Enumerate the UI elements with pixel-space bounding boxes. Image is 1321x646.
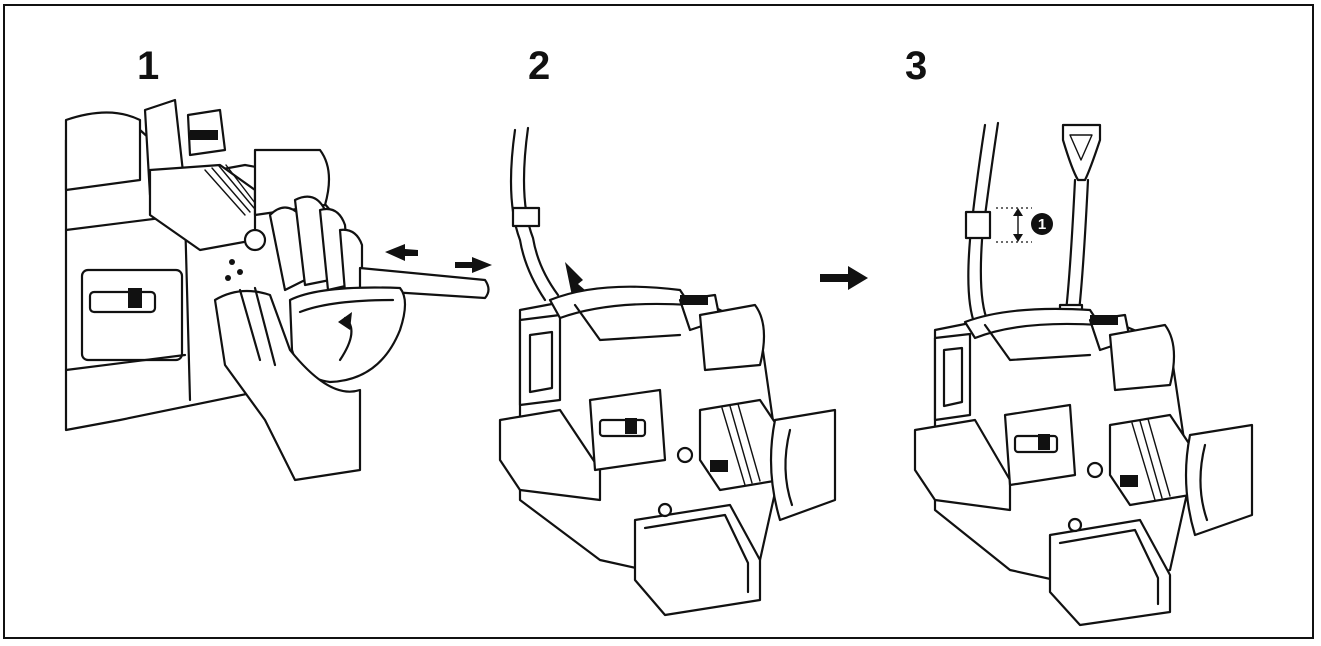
panel-1-illustration <box>66 100 492 480</box>
step-arrow <box>820 266 868 290</box>
callout-number: 1 <box>1038 216 1046 233</box>
panel-3-illustration <box>915 123 1252 625</box>
panel-2-illustration <box>500 128 835 615</box>
